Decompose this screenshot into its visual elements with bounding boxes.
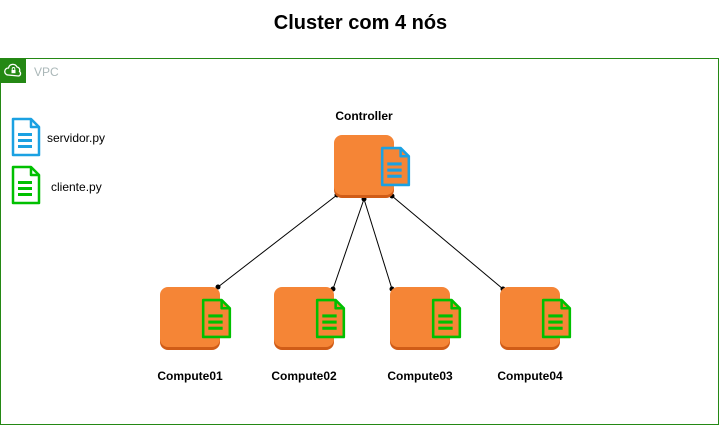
document-icon [11, 117, 41, 157]
edge-controller-compute01 [217, 194, 338, 288]
edge-endpoint [361, 196, 367, 202]
compute-label: Compute02 [271, 369, 337, 383]
document-icon [315, 298, 346, 339]
vpc-label: VPC [34, 65, 59, 79]
document-icon [541, 298, 572, 339]
compute-label: Compute01 [157, 369, 223, 383]
edge-endpoint [389, 193, 395, 199]
vpc-container: VPC [0, 58, 719, 425]
vpc-badge [1, 59, 26, 83]
document-icon [201, 298, 232, 339]
legend-label-cliente: cliente.py [51, 180, 102, 194]
controller-label: Controller [335, 109, 393, 123]
compute-label: Compute03 [387, 369, 453, 383]
edge-controller-compute03 [363, 198, 393, 290]
diagram-title: Cluster com 4 nós [273, 12, 448, 34]
edge-controller-compute02 [332, 198, 365, 290]
document-icon [11, 165, 41, 205]
edge-controller-compute04 [391, 195, 504, 290]
cloud-lock-icon [4, 63, 22, 77]
legend-label-servidor: servidor.py [47, 131, 106, 145]
compute-label: Compute04 [497, 369, 563, 383]
document-icon [431, 298, 462, 339]
document-icon [380, 146, 411, 187]
